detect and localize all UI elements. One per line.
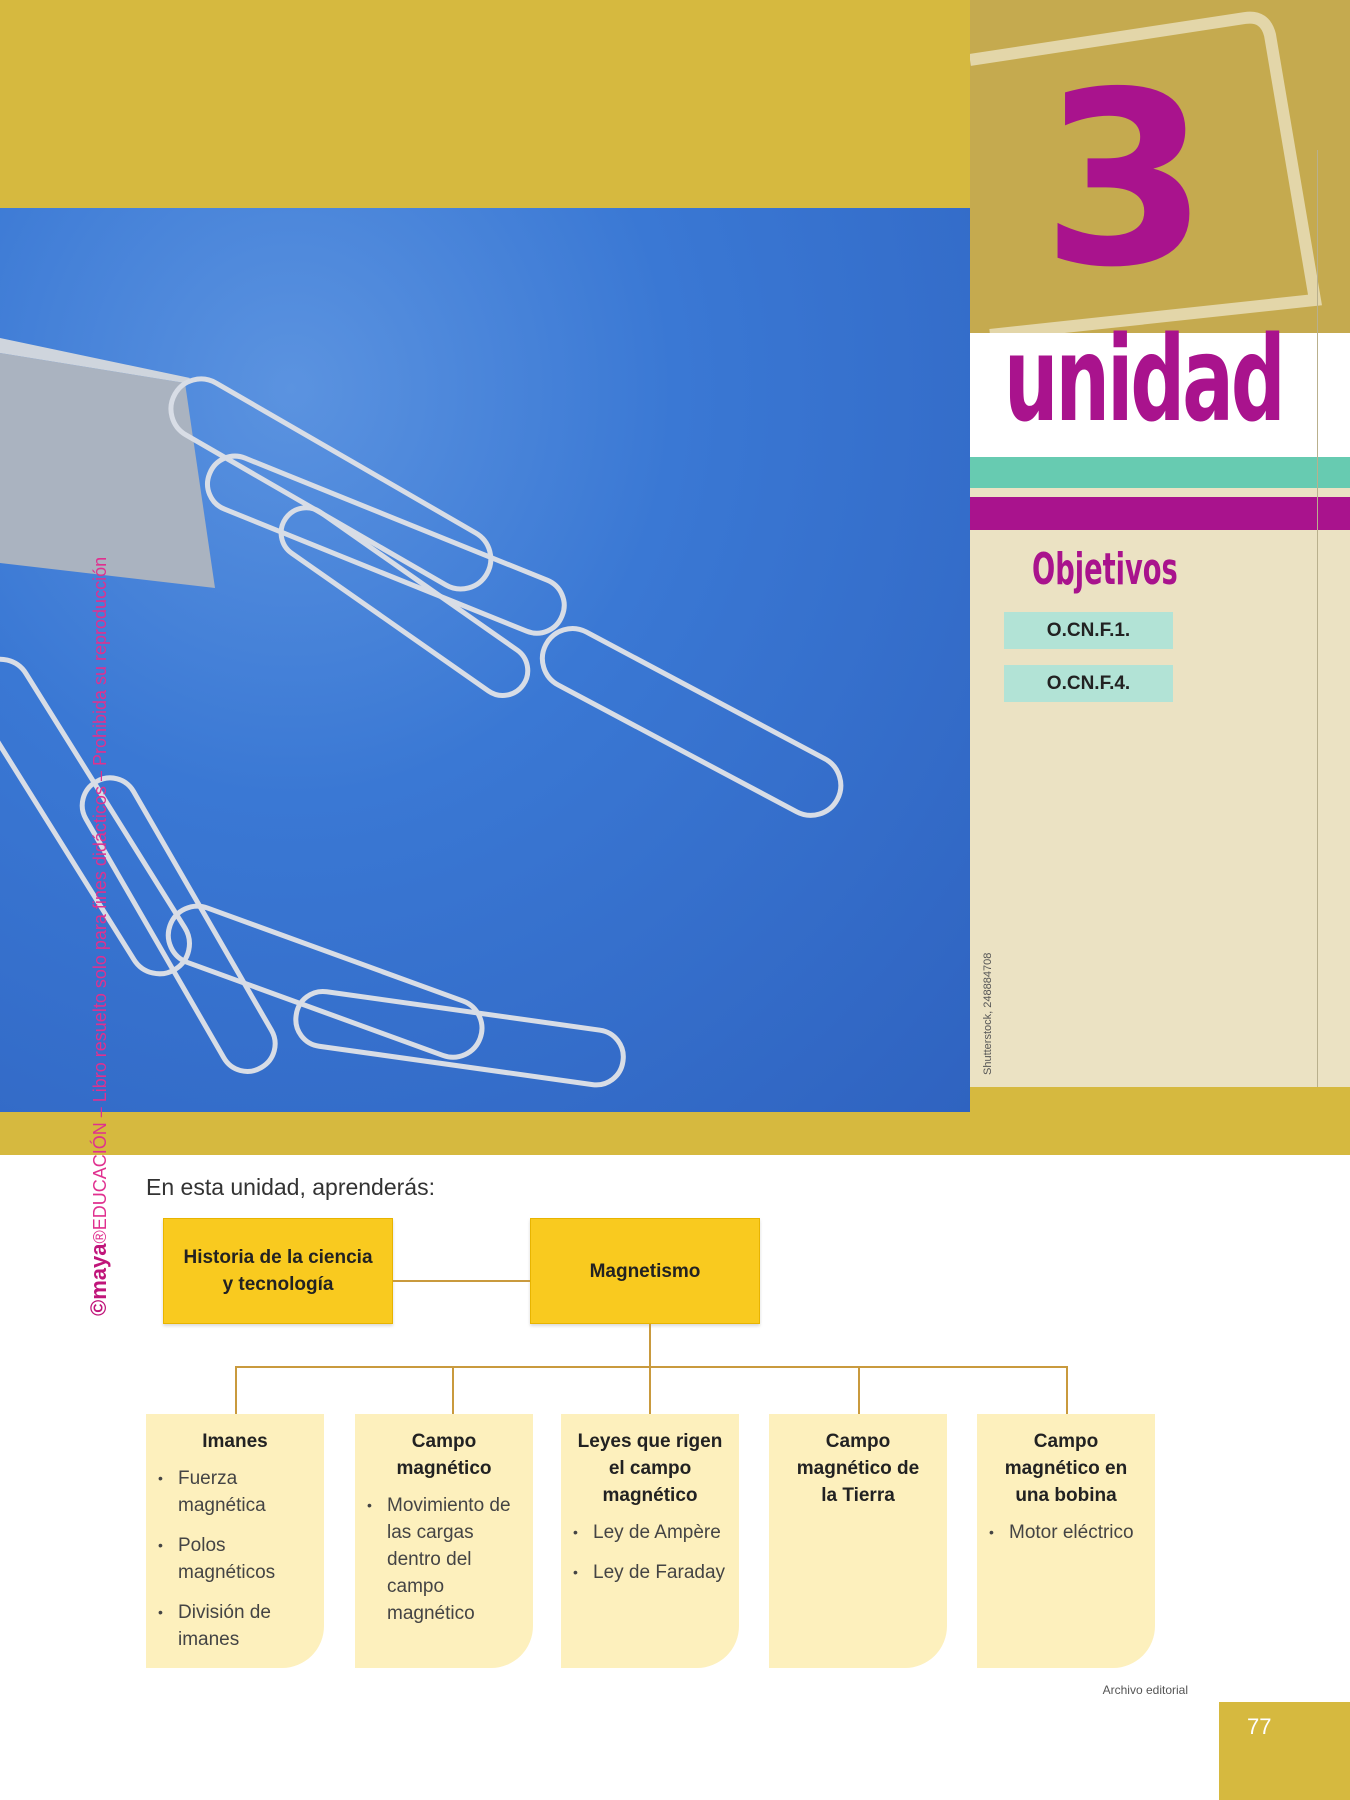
paperclips-illustration: [0, 338, 844, 1088]
objective-item: O.CN.F.1.: [1004, 612, 1173, 649]
brand-logo: ©maya: [86, 1243, 111, 1316]
unit-label-band: [970, 333, 1350, 457]
card-leyes: Leyes que rigen el campo magnético Ley d…: [561, 1414, 739, 1668]
intro-text: En esta unidad, aprenderás:: [146, 1174, 435, 1200]
panel-bottom-band: [970, 1087, 1350, 1155]
card-title: Campo magnético de la Tierra: [796, 1431, 920, 1506]
connector: [1066, 1366, 1068, 1414]
card-title: Imanes: [202, 1431, 268, 1452]
teal-stripe: [970, 457, 1350, 488]
card-title: Leyes que rigen el campo magnético: [577, 1431, 723, 1506]
card-campo-magnetico: Campo magnético Movimiento de las cargas…: [355, 1414, 533, 1668]
card-campo-bobina: Campo magnético en una bobina Motor eléc…: [977, 1414, 1155, 1668]
card-title: Campo magnético en una bobina: [1004, 1431, 1128, 1506]
photo-magnet-paperclips: [0, 208, 970, 1112]
card-title: Campo magnético: [396, 1431, 492, 1479]
card-campo-tierra: Campo magnético de la Tierra: [769, 1414, 947, 1668]
connector: [649, 1366, 651, 1414]
card-item: Ley de Ampère: [571, 1519, 729, 1546]
image-credit: Archivo editorial: [1102, 1683, 1188, 1697]
connector: [235, 1366, 237, 1414]
objectives-title: Objetivos: [1032, 544, 1178, 595]
connector: [858, 1366, 860, 1414]
concept-history: Historia de la ciencia y tecnología: [163, 1218, 393, 1324]
concept-label: Historia de la ciencia y tecnología: [183, 1247, 373, 1295]
unit-label: unidad: [1004, 310, 1286, 448]
note-card-decoration: [970, 11, 1322, 333]
top-band: [0, 0, 970, 208]
connector: [452, 1366, 454, 1414]
card-item: Ley de Faraday: [571, 1559, 729, 1586]
watermark-text: ®EDUCACIÓN – Libro resuelto solo para fi…: [90, 556, 110, 1244]
connector: [393, 1280, 530, 1282]
connector: [235, 1366, 1067, 1368]
card-item: Movimiento de las cargas dentro del camp…: [365, 1492, 523, 1627]
card-item: Motor eléctrico: [987, 1519, 1145, 1546]
magenta-stripe: [970, 497, 1350, 530]
photo-credit: Shutterstock, 248884708: [982, 952, 994, 1075]
page-number: 77: [1219, 1702, 1350, 1800]
divider-line: [1317, 150, 1318, 1110]
card-item: División de imanes: [156, 1599, 314, 1653]
concept-label: Magnetismo: [589, 1260, 701, 1282]
objective-item: O.CN.F.4.: [1004, 665, 1173, 702]
card-imanes: Imanes Fuerza magnéticaPolos magnéticosD…: [146, 1414, 324, 1668]
copyright-watermark: ©maya®EDUCACIÓN – Libro resuelto solo pa…: [86, 557, 112, 1316]
card-item: Fuerza magnética: [156, 1465, 314, 1519]
unit-number: 3: [1041, 40, 1209, 320]
unit-number-background: [970, 0, 1350, 333]
connector: [649, 1324, 651, 1366]
concept-magnetism: Magnetismo: [530, 1218, 760, 1324]
card-item: Polos magnéticos: [156, 1532, 314, 1586]
